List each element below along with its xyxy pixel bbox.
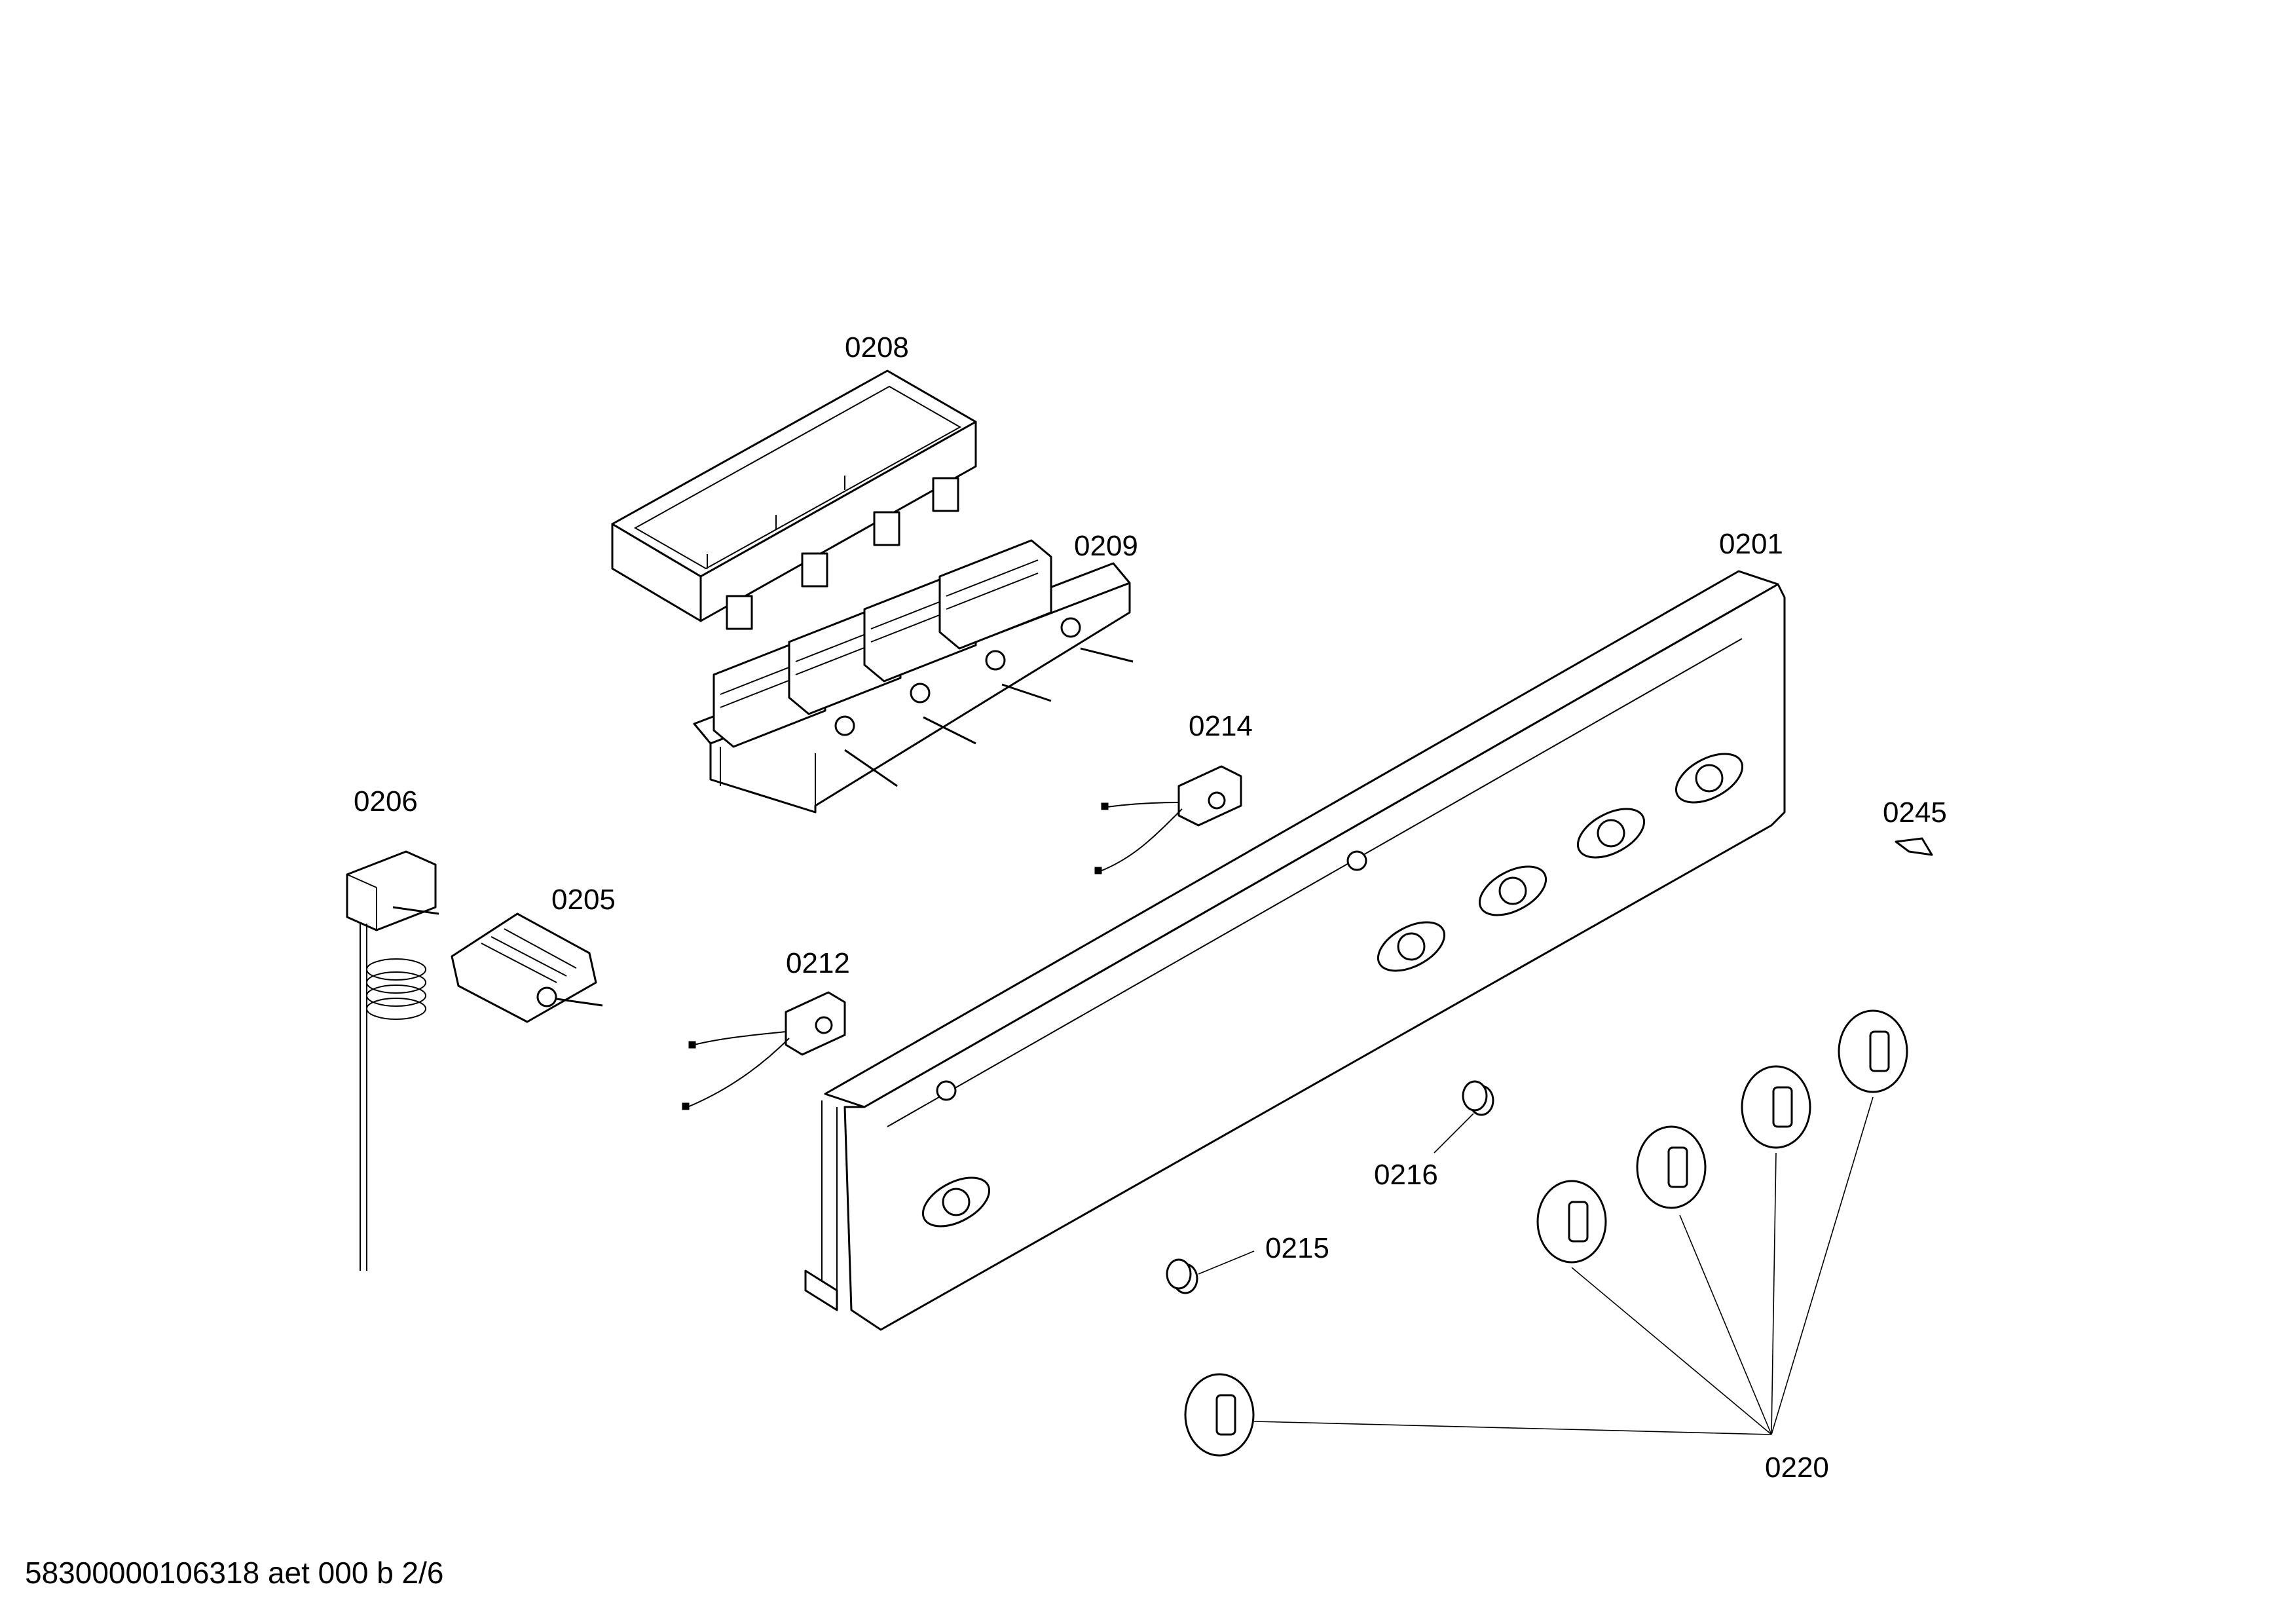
knob-2	[1536, 1180, 1607, 1264]
label-0215: 0215	[1265, 1232, 1329, 1264]
part-0205-selector-switch	[451, 912, 603, 1023]
label-0205: 0205	[551, 884, 616, 916]
part-0212-switch	[682, 991, 846, 1110]
part-0214-switch	[1094, 765, 1242, 874]
knob-5	[1838, 1009, 1908, 1093]
part-0245-clip	[1895, 837, 1933, 856]
part-0220-knobs	[1184, 1009, 1908, 1457]
label-0208: 0208	[845, 331, 909, 364]
label-0209: 0209	[1074, 530, 1138, 562]
knob-3	[1636, 1125, 1707, 1209]
document-code: 58300000106318 aet 000 b 2/6	[25, 1556, 444, 1590]
part-0216-button	[1434, 1080, 1494, 1154]
label-0212: 0212	[786, 947, 850, 979]
knob-1	[1184, 1373, 1255, 1457]
label-0201: 0201	[1719, 528, 1783, 560]
label-0216: 0216	[1374, 1159, 1438, 1191]
part-0208-tray	[611, 369, 977, 630]
knob-4	[1741, 1065, 1811, 1149]
label-0214: 0214	[1189, 710, 1253, 742]
part-0215-button	[1166, 1250, 1255, 1294]
part-0209-terminal-blocks	[693, 539, 1134, 814]
part-0201-control-panel	[804, 570, 1786, 1331]
label-0245: 0245	[1883, 797, 1947, 829]
label-0220: 0220	[1765, 1452, 1829, 1484]
label-0206: 0206	[354, 785, 418, 817]
part-0206-thermostat	[346, 850, 439, 1271]
